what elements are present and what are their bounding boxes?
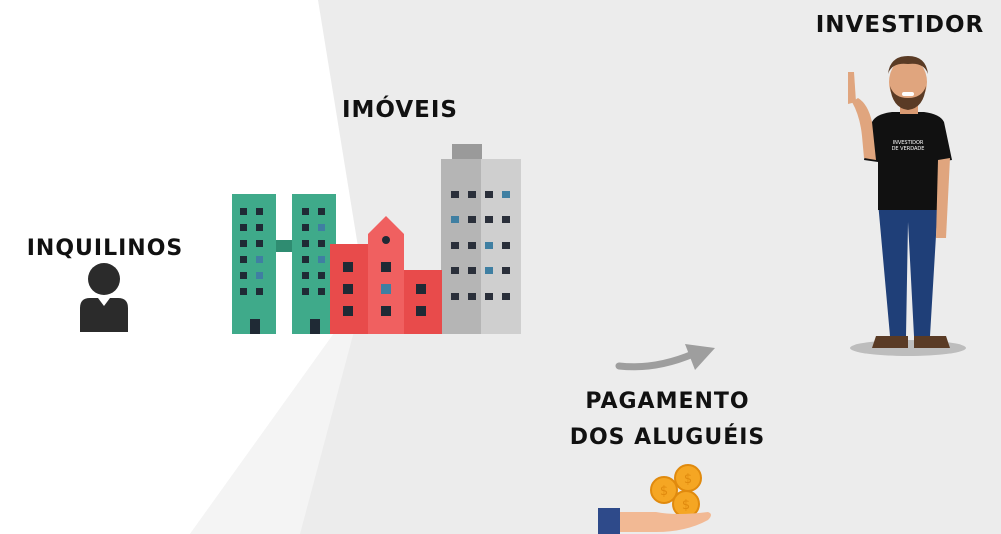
tenants-label: INQUILINOS xyxy=(26,236,184,261)
investor-label: INVESTIDOR xyxy=(815,12,985,38)
svg-text:$: $ xyxy=(682,498,690,513)
rent-payment-label-line2: DOS ALUGUÉIS xyxy=(569,425,766,450)
hand-with-coins-icon: $ $ $ xyxy=(598,464,711,534)
properties-label: IMÓVEIS xyxy=(341,97,458,123)
rent-payment-label: PAGAMENTO DOS ALUGUÉIS xyxy=(545,384,790,456)
svg-text:DE VERDADE: DE VERDADE xyxy=(892,146,925,152)
curved-arrow-icon xyxy=(615,344,715,371)
svg-text:$: $ xyxy=(660,484,668,499)
svg-text:INVESTIDOR: INVESTIDOR xyxy=(893,140,924,146)
rent-payment-label-line1: PAGAMENTO xyxy=(585,389,750,414)
buildings-illustration xyxy=(232,144,521,334)
man-illustration: INVESTIDOR DE VERDADE xyxy=(848,56,966,356)
svg-text:$: $ xyxy=(684,472,692,487)
person-icon xyxy=(80,263,128,332)
